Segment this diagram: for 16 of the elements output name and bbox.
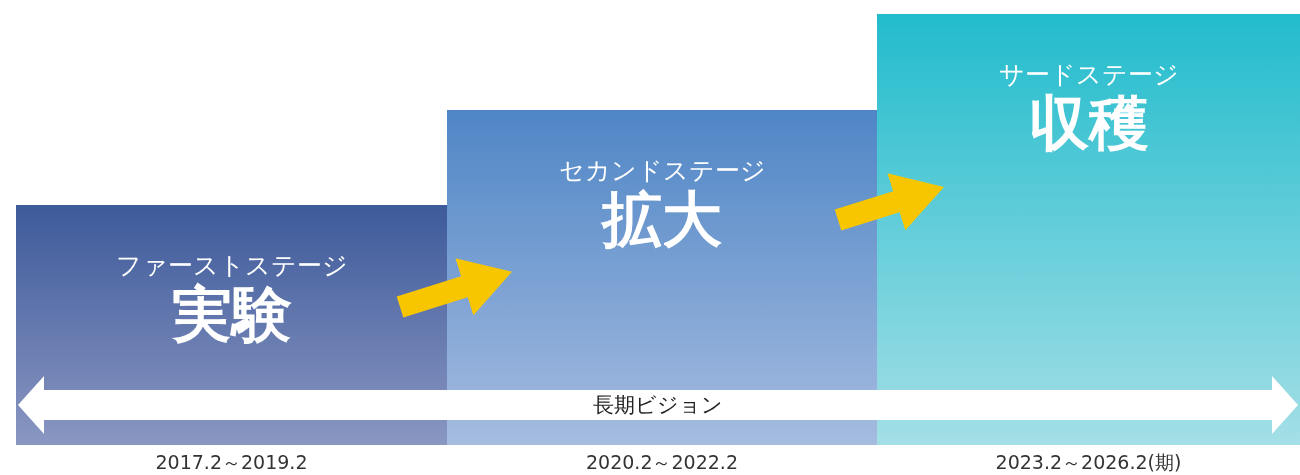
arrow [834,173,944,231]
stage-name: セカンドステージ [558,155,766,187]
period-label: 2020.2～2022.2 [586,450,738,475]
timeline-label: 長期ビジョン [593,392,723,419]
arrow [396,258,512,318]
stage-block [877,14,1300,376]
period-label: 2023.2～2026.2(期) [995,450,1182,475]
stage-name: サードステージ [998,59,1179,91]
stage-title: 実験 [171,282,292,346]
double-arrow-band [16,376,1300,445]
stage-block [447,110,877,376]
stage-title: 収穫 [1028,91,1149,155]
period-label: 2017.2～2019.2 [155,450,308,475]
stage-block [16,205,447,376]
stage-title: 拡大 [602,187,722,251]
stage-name: ファーストステージ [115,250,348,282]
